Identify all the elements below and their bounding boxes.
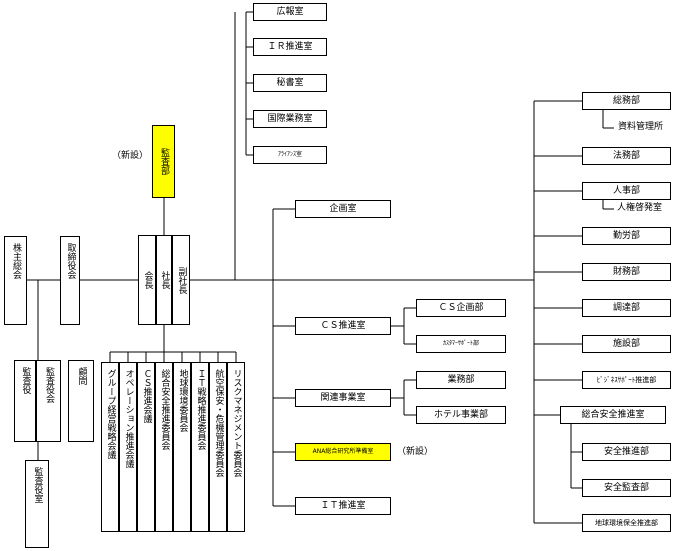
ir-office-box[interactable]: ＩＲ推進室 <box>253 38 327 56</box>
hotel-dept-box[interactable]: ホテル事業部 <box>416 406 506 424</box>
safety-office-box[interactable]: 総合安全推進室 <box>560 406 666 424</box>
committee-cs[interactable]: ＣＳ推進会議 <box>137 362 155 532</box>
operations-dept-box[interactable]: 業務部 <box>416 371 506 389</box>
committee-group-strategy[interactable]: グループ経営戦略会議 <box>101 362 119 532</box>
chairman-box[interactable]: 会長 <box>138 235 156 325</box>
shareholders-meeting-box[interactable]: 株主総会 <box>4 236 27 325</box>
ana-institute-box[interactable]: ANA総合研究所準備室 <box>295 443 391 461</box>
new-label-audit: （新設） <box>112 151 149 161</box>
president-box[interactable]: 社長 <box>156 235 172 325</box>
human-rights-label: 人権啓発室 <box>617 203 663 213</box>
general-affairs-box[interactable]: 総務部 <box>582 92 671 110</box>
safety-promo-box[interactable]: 安全推進部 <box>582 443 671 461</box>
planning-office-box[interactable]: 企画室 <box>295 200 391 218</box>
cs-planning-box[interactable]: ＣＳ企画部 <box>416 299 506 317</box>
secretary-office-box[interactable]: 秘書室 <box>253 74 327 92</box>
new-label-institute: （新設） <box>397 447 434 457</box>
alliance-office-box[interactable]: ｱﾗｲｱﾝｽ室 <box>253 146 327 164</box>
procurement-box[interactable]: 調達部 <box>582 299 671 317</box>
committee-operations[interactable]: オペレーション推進会議 <box>119 362 137 532</box>
hr-box[interactable]: 人事部 <box>582 182 671 200</box>
pr-office-box[interactable]: 広報室 <box>253 3 327 21</box>
finance-box[interactable]: 財務部 <box>582 263 671 281</box>
vice-president-box[interactable]: 副社長 <box>172 235 190 325</box>
facilities-box[interactable]: 施設部 <box>582 335 671 353</box>
legal-box[interactable]: 法務部 <box>582 147 671 165</box>
committee-risk-management[interactable]: リスクマネジメント委員会 <box>227 362 245 532</box>
board-of-directors-box[interactable]: 取締役会 <box>60 236 80 325</box>
customer-support-box[interactable]: ｶｽﾀﾏｰｻﾎﾟｰﾄ部 <box>416 335 506 353</box>
business-support-box[interactable]: ﾋﾞｼﾞﾈｽｻﾎﾟｰﾄ推進部 <box>582 371 671 389</box>
audit-office-box[interactable]: 監査役室 <box>25 460 49 548</box>
committee-it-strategy[interactable]: ＩＴ戦略推進委員会 <box>191 362 209 532</box>
safety-audit-box[interactable]: 安全監査部 <box>582 479 671 497</box>
audit-board-box[interactable]: 監査役会 <box>36 360 61 442</box>
audit-dept-box[interactable]: 監査部 <box>152 125 175 198</box>
cs-office-box[interactable]: ＣＳ推進室 <box>295 317 391 335</box>
affiliates-office-box[interactable]: 関連事業室 <box>295 389 391 407</box>
archives-label: 資料管理所 <box>618 122 664 132</box>
advisor-box[interactable]: 顧問 <box>68 360 94 442</box>
committee-safety[interactable]: 総合安全推進委員会 <box>155 362 173 532</box>
committee-aviation-security[interactable]: 航空保安・危機管理委員会 <box>209 362 227 532</box>
committee-environment[interactable]: 地球環境委員会 <box>173 362 191 532</box>
labor-box[interactable]: 勤労部 <box>582 227 671 245</box>
auditors-box[interactable]: 監査役 <box>14 360 36 442</box>
it-office-box[interactable]: ＩＴ推進室 <box>295 497 391 515</box>
international-office-box[interactable]: 国際業務室 <box>253 110 327 128</box>
environment-box[interactable]: 地球環境保全推進部 <box>582 514 671 532</box>
